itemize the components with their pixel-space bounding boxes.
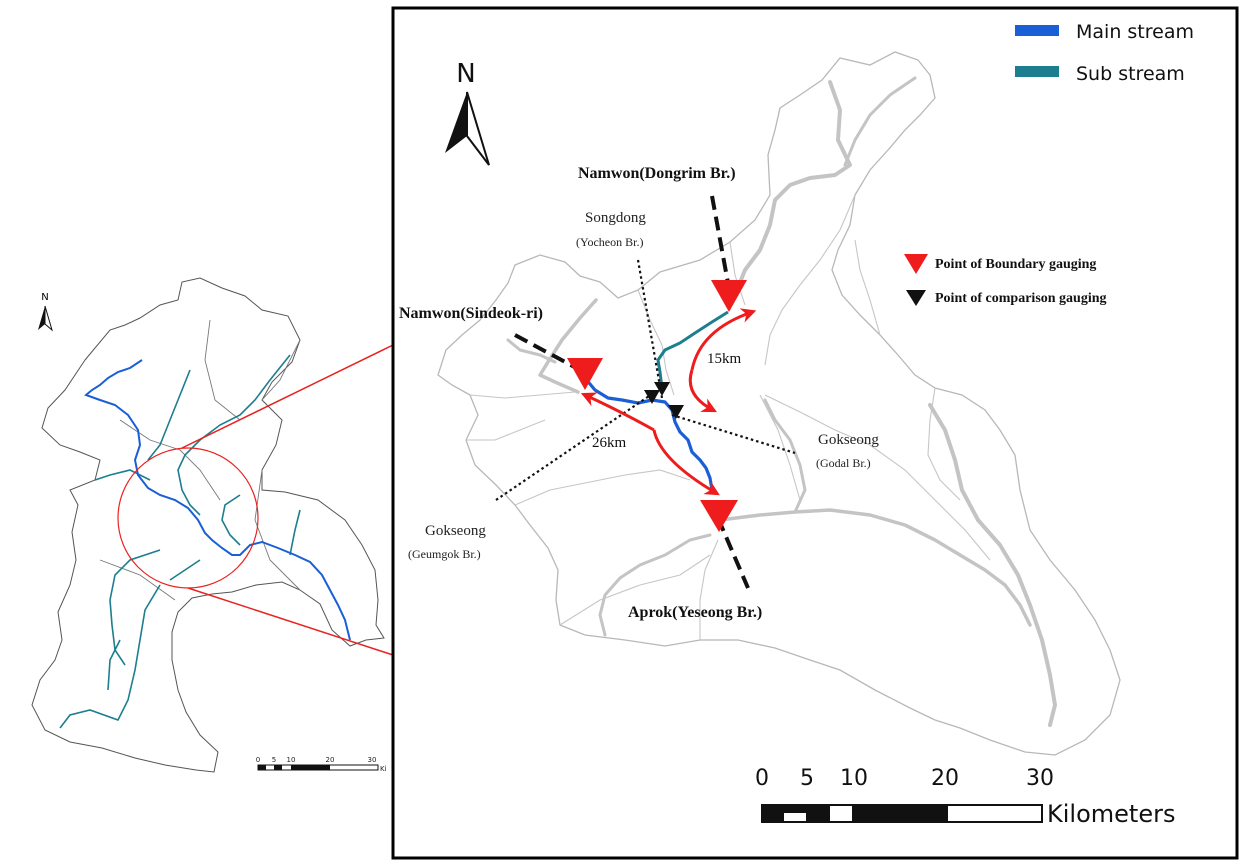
arrow-15km-up — [690, 308, 757, 371]
scale-tick-0: 0 — [755, 766, 769, 791]
label-yocheon: (Yocheon Br.) — [576, 235, 643, 249]
scale-unit: Kilometers — [1047, 800, 1175, 828]
inset-map: N 0 5 10 20 30 Ki — [31, 277, 387, 773]
label-geumgok: (Geumgok Br.) — [408, 547, 481, 561]
sub-stream-line — [656, 310, 729, 389]
inset-scale-tick-30: 30 — [368, 756, 377, 764]
boundary-point-aprok — [700, 500, 738, 532]
label-15km: 15km — [707, 351, 742, 367]
boundary-point-sindeok — [567, 358, 603, 390]
scale-tick-10: 10 — [840, 766, 868, 791]
inset-scale-tick-5: 5 — [272, 756, 276, 764]
station-labels: Namwon(Dongrim Br.) Namwon(Sindeok-ri) S… — [399, 165, 879, 621]
boundary-leader-lines — [514, 195, 750, 589]
legend-swatch-main-stream — [1015, 25, 1059, 36]
legend-triangle-boundary — [904, 254, 928, 274]
inset-north-label: N — [41, 292, 48, 303]
comparison-leader-lines — [495, 259, 796, 501]
zoom-line-top — [181, 344, 394, 449]
inset-scale-tick-0: 0 — [256, 756, 260, 764]
label-gokseong-godal: Gokseong — [818, 432, 879, 448]
inset-subbasin-lines — [99, 319, 301, 601]
main-north-arrow: N — [445, 59, 490, 166]
label-gokseong-geumgok: Gokseong — [425, 523, 486, 539]
main-north-label: N — [456, 59, 475, 89]
scale-tick-30: 30 — [1026, 766, 1054, 791]
inset-scale-bar: 0 5 10 20 30 Ki — [256, 756, 387, 773]
label-songdong: Songdong — [585, 210, 646, 226]
legend-boundary: Point of Boundary gauging — [935, 257, 1096, 272]
main-basin-outline — [437, 51, 1121, 756]
inset-north-arrow: N — [38, 292, 53, 332]
legend-comparison: Point of comparison gauging — [935, 291, 1107, 306]
inset-sub-streams — [59, 354, 301, 729]
inset-scale-tick-10: 10 — [287, 756, 296, 764]
arrow-26km-right — [652, 429, 720, 496]
comparison-point-godal — [668, 405, 684, 419]
label-26km: 26km — [592, 435, 627, 451]
arrow-26km-left — [580, 392, 655, 432]
comparison-point-songdong — [654, 382, 670, 396]
legend-main-stream: Main stream — [1076, 21, 1194, 43]
distance-arrows — [580, 308, 757, 496]
label-sindeok: Namwon(Sindeok-ri) — [399, 305, 543, 322]
scale-tick-5: 5 — [800, 766, 814, 791]
inset-scale-unit: Ki — [380, 765, 387, 773]
boundary-point-dongrim — [711, 280, 747, 312]
main-map: Namwon(Dongrim Br.) Namwon(Sindeok-ri) S… — [399, 21, 1194, 828]
inset-main-stream — [84, 359, 351, 641]
label-dongrim: Namwon(Dongrim Br.) — [578, 165, 736, 182]
main-scale-bar: 0 5 10 20 30 Kilometers — [755, 766, 1175, 828]
legend-swatch-sub-stream — [1015, 66, 1059, 77]
arrow-15km-down — [688, 369, 717, 413]
label-godal: (Godal Br.) — [816, 456, 871, 470]
zoom-line-bottom — [187, 587, 394, 656]
scale-tick-20: 20 — [931, 766, 959, 791]
inset-basin-outline — [31, 277, 385, 773]
legend-triangle-comparison — [906, 290, 926, 306]
legend-sub-stream: Sub stream — [1076, 63, 1185, 85]
label-aprok: Aprok(Yeseong Br.) — [628, 604, 762, 621]
comparison-gauging-points — [644, 382, 684, 419]
boundary-gauging-points — [567, 280, 747, 532]
legend: Main stream Sub stream Point of Boundary… — [904, 21, 1194, 306]
inset-scale-tick-20: 20 — [326, 756, 335, 764]
comparison-point-geumgok — [644, 390, 660, 404]
